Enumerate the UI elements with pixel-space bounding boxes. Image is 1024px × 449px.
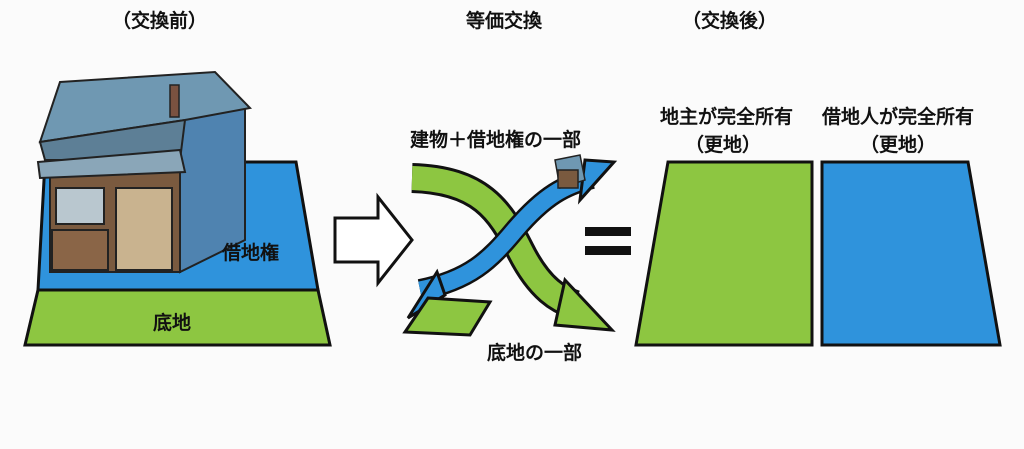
heading-after: （交換後） [682,10,778,32]
exchange-bottom-label: 底地の一部 [487,342,583,364]
heading-middle: 等価交換 [466,10,543,32]
small-house-icon [554,154,586,189]
tenant-land [820,160,1002,347]
tenant-label: 借地人が完全所有 [822,106,975,128]
land-piece-icon [402,296,493,337]
house-icon [36,70,253,274]
leasehold-label: 借地権 [222,242,280,264]
tenant-sub: （更地） [860,134,937,156]
land-part-arrow [411,163,616,332]
landowner-land [634,160,814,347]
landowner-sub: （更地） [685,134,762,156]
landowner-label: 地主が完全所有 [660,106,794,128]
heading-before: （交換前） [112,10,208,32]
right-arrow-icon [333,192,414,288]
land-area [23,288,332,347]
land-label: 底地 [153,312,192,334]
equals-sign [585,227,631,255]
exchange-top-label: 建物＋借地権の一部 [410,129,582,151]
